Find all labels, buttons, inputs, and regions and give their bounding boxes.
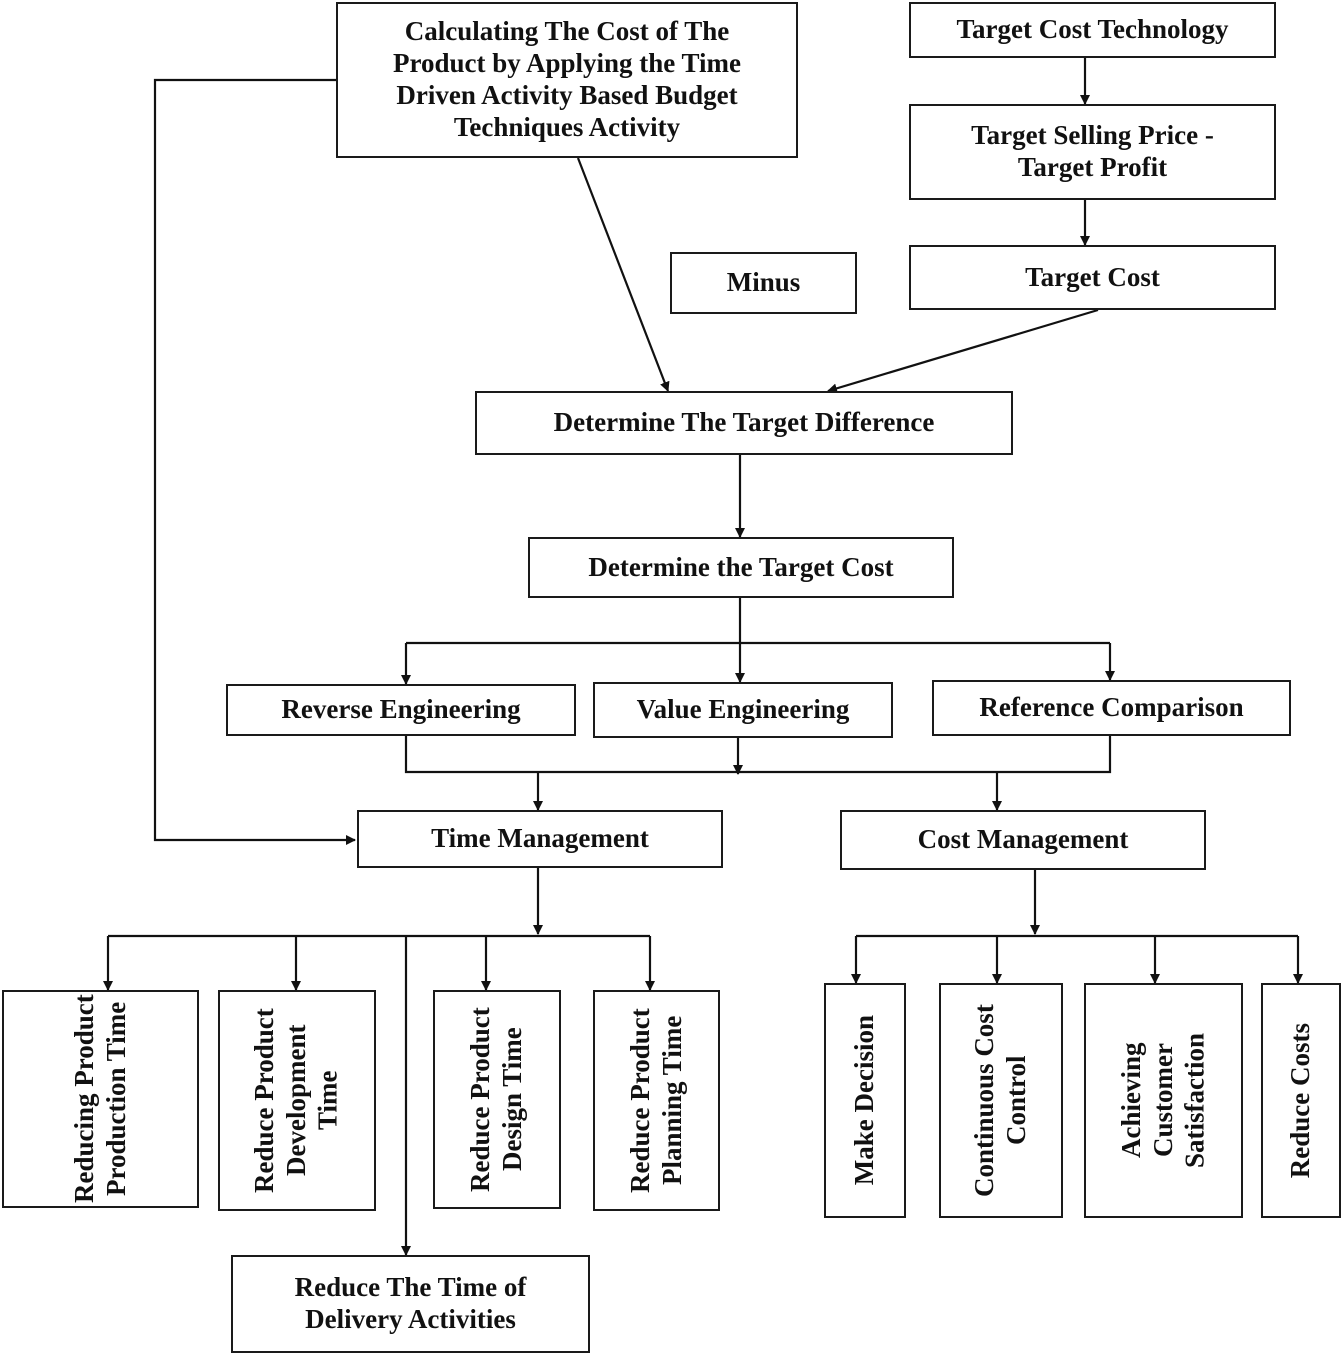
node-customer-satisfaction: Achieving Customer Satisfaction bbox=[1084, 983, 1243, 1218]
edge-calc-to-time-mgmt bbox=[153, 78, 356, 845]
node-make-decision: Make Decision bbox=[824, 983, 906, 1218]
node-continuous-cost-control: Continuous Cost Control bbox=[939, 983, 1063, 1218]
edge-target-to-difference bbox=[827, 308, 1099, 394]
node-cost-management: Cost Management bbox=[840, 810, 1206, 870]
node-target-cost-technology: Target Cost Technology bbox=[909, 2, 1276, 58]
edge-calc-to-difference bbox=[576, 157, 670, 392]
node-value-engineering: Value Engineering bbox=[593, 682, 893, 738]
node-reverse-engineering: Reverse Engineering bbox=[226, 684, 576, 736]
node-calc-cost: Calculating The Cost of The Product by A… bbox=[336, 2, 798, 158]
node-target-cost: Target Cost bbox=[909, 245, 1276, 310]
node-reduce-development-time: Reduce Product Development Time bbox=[218, 990, 376, 1211]
node-reference-comparison: Reference Comparison bbox=[932, 680, 1291, 736]
node-determine-target-cost: Determine the Target Cost bbox=[528, 537, 954, 598]
node-reduce-design-time: Reduce Product Design Time bbox=[433, 990, 561, 1209]
node-minus: Minus bbox=[670, 252, 857, 314]
node-selling-minus-profit: Target Selling Price - Target Profit bbox=[909, 104, 1276, 200]
node-reduce-planning-time: Reduce Product Planning Time bbox=[593, 990, 720, 1211]
node-determine-difference: Determine The Target Difference bbox=[475, 391, 1013, 455]
node-reduce-costs: Reduce Costs bbox=[1261, 983, 1341, 1218]
node-reduce-delivery-time: Reduce The Time of Delivery Activities bbox=[231, 1255, 590, 1353]
node-time-management: Time Management bbox=[357, 810, 723, 868]
node-reducing-production-time: Reducing Product Production Time bbox=[2, 990, 199, 1208]
